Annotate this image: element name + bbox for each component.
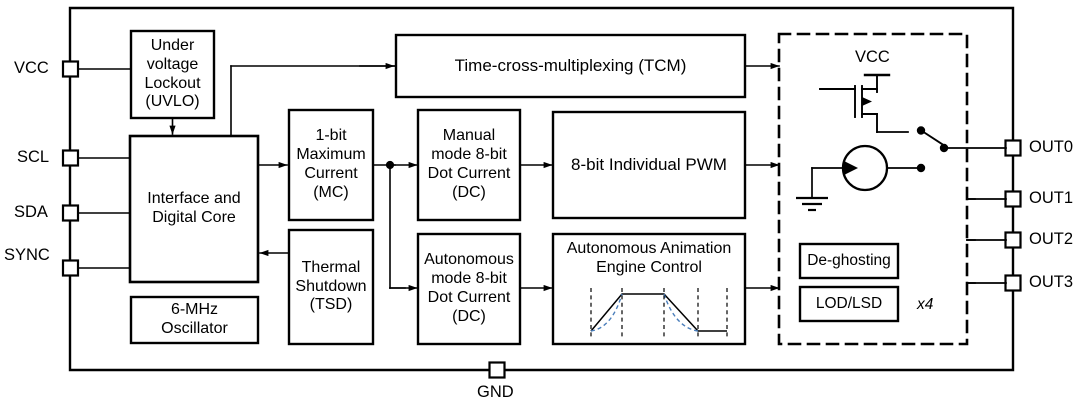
current-source-arrow [844, 161, 858, 175]
left-pin-squares [61, 60, 80, 277]
switch-pole-node [916, 126, 926, 135]
pin-label-scl: SCL [17, 148, 50, 166]
wire-mc-fanout [372, 164, 406, 289]
pin-label-out3: OUT3 [1029, 273, 1074, 291]
channel-multiplier-label: x4 [917, 296, 934, 313]
block-de-ghosting [798, 242, 900, 280]
block-max-current [287, 108, 375, 222]
ground-symbol [796, 196, 828, 212]
chip-outline [68, 6, 1015, 372]
gnd-pin-square [488, 361, 506, 379]
left-pin-stubs [77, 68, 132, 269]
block-thermal-shutdown [287, 228, 375, 346]
pmos-transistor [819, 74, 878, 133]
output-bus-internal-stubs [966, 198, 976, 284]
block-interface-core [128, 134, 260, 284]
pin-label-out1: OUT1 [1029, 189, 1074, 207]
pin-label-sda: SDA [14, 203, 48, 221]
output-bus-lines [966, 198, 1007, 284]
current-source-leads [811, 167, 922, 199]
block-tcm [394, 33, 747, 99]
channel-group-dashed-box [777, 32, 969, 346]
output-switch [920, 129, 944, 146]
pin-label-out0: OUT0 [1029, 138, 1074, 156]
pin-label-vcc: VCC [14, 59, 49, 77]
animation-waveform-guides [590, 288, 728, 337]
block-autonomous-dc [416, 232, 522, 346]
block-animation-engine [551, 232, 747, 346]
block-uvlo [129, 29, 216, 120]
block-oscillator [129, 295, 260, 345]
channel-vcc-label: VCC [855, 48, 890, 66]
block-lod-lsd [798, 285, 900, 323]
junction-dot-mc [385, 160, 395, 170]
animation-waveform-dashed [590, 293, 699, 332]
block-manual-dc [416, 108, 522, 222]
block-individual-pwm [551, 110, 747, 220]
current-source-terminal-node [916, 163, 926, 173]
pin-label-out2: OUT2 [1029, 230, 1074, 248]
pin-label-sync: SYNC [4, 246, 50, 264]
pin-label-gnd: GND [477, 383, 514, 401]
